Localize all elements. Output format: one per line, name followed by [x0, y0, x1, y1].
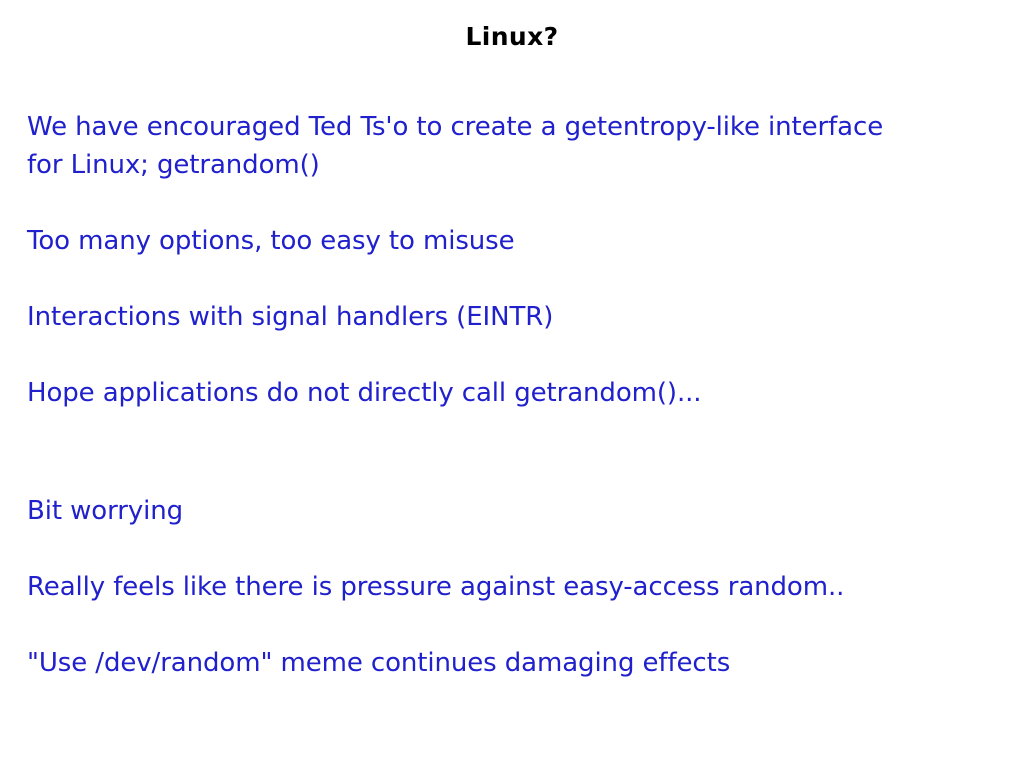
- body-line: for Linux; getrandom(): [27, 150, 320, 180]
- body-line: "Use /dev/random" meme continues damagin…: [27, 648, 731, 678]
- page-title: Linux?: [465, 22, 559, 51]
- body-line: Too many options, too easy to misuse: [27, 226, 515, 256]
- body-line: Hope applications do not directly call g…: [27, 378, 702, 408]
- body-line: Really feels like there is pressure agai…: [27, 572, 845, 602]
- body-line: Interactions with signal handlers (EINTR…: [27, 302, 554, 332]
- slide-body: We have encouraged Ted Ts'o to create a …: [27, 108, 987, 682]
- body-line: We have encouraged Ted Ts'o to create a …: [27, 112, 884, 142]
- body-line: Bit worrying: [27, 496, 184, 526]
